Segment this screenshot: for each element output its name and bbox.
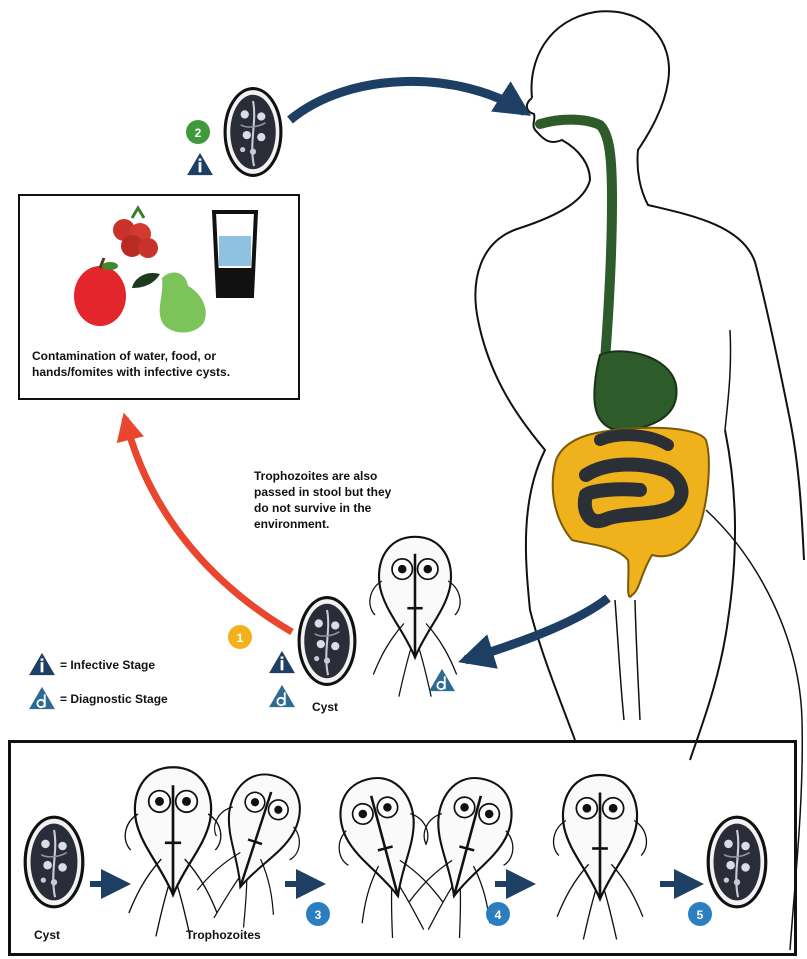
trophozoites-label: Trophozoites	[186, 928, 261, 942]
ingestion-arrow	[290, 81, 525, 120]
contamination-caption: Contamination of water, food, or hands/f…	[32, 348, 292, 380]
water-glass-icon	[214, 212, 256, 296]
legend-diagnostic-label: = Diagnostic Stage	[60, 692, 168, 706]
step-2-number: 2	[195, 126, 202, 140]
esophagus	[540, 120, 612, 360]
contamination-box: Contamination of water, food, or hands/f…	[18, 194, 300, 400]
raspberries-icon	[113, 208, 158, 258]
stomach	[594, 351, 676, 430]
legend-infective-label: = Infective Stage	[60, 658, 155, 672]
cyst-infective-icon	[269, 651, 295, 673]
trophozoite-diagnostic-icon	[429, 669, 455, 691]
pear-icon	[132, 272, 206, 332]
legend-infective-icon	[29, 653, 55, 675]
bottom-cyst-label: Cyst	[34, 928, 60, 942]
ingested-cyst-image	[225, 89, 281, 176]
legend-diagnostic-icon	[29, 687, 55, 709]
food-water-illustration	[20, 196, 298, 346]
cyst-diagnostic-icon	[269, 685, 295, 707]
excretion-arrow	[465, 598, 608, 660]
stool-trophozoite-image	[370, 537, 460, 697]
trophozoite-note: Trophozoites are also passed in stool bu…	[254, 468, 404, 532]
replication-panel	[8, 740, 797, 956]
apple-icon	[74, 258, 126, 326]
stool-cyst-label: Cyst	[312, 700, 338, 714]
stool-cyst-image	[299, 598, 355, 685]
infective-stage-icon	[187, 153, 213, 175]
legs-line	[615, 600, 640, 720]
step-1-number: 1	[237, 631, 244, 645]
body-inner-arm-line	[725, 330, 731, 430]
